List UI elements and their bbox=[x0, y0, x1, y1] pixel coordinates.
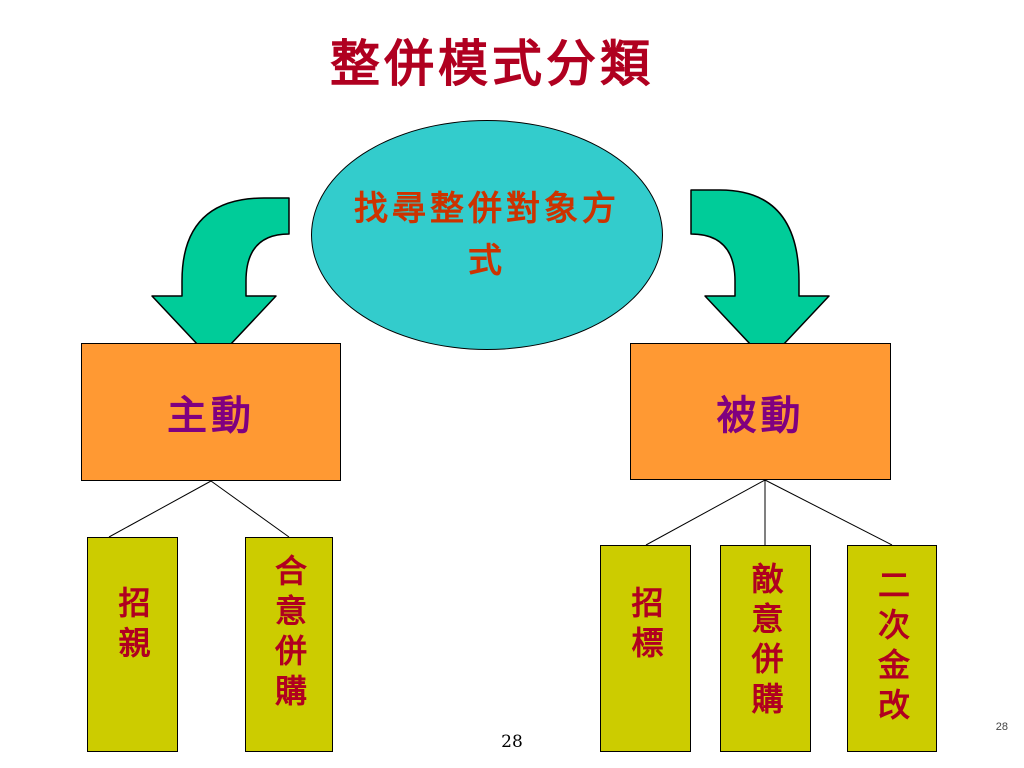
arrow-right-icon bbox=[690, 189, 830, 363]
branch-box-passive: 被動 bbox=[630, 343, 891, 480]
connector-passive-erci bbox=[764, 479, 893, 546]
leaf-box-diyi-binggou: 敵意併購 bbox=[720, 545, 811, 752]
leaf-label-zhaoqin: 招親 bbox=[113, 586, 152, 666]
leaf-label-diyi-binggou: 敵意併購 bbox=[746, 562, 785, 722]
leaf-label-erci-jingai: 二次金改 bbox=[873, 568, 911, 728]
branch-label-active: 主動 bbox=[167, 392, 255, 439]
center-node-ellipse: 找尋整併對象方式 bbox=[311, 120, 663, 350]
leaf-box-zhaoqin: 招親 bbox=[87, 537, 178, 752]
branch-box-active: 主動 bbox=[81, 343, 341, 481]
connector-active-heyi bbox=[210, 480, 290, 538]
leaf-box-zhaobiao: 招標 bbox=[600, 545, 691, 752]
leaf-label-zhaobiao: 招標 bbox=[626, 586, 665, 666]
page-number-corner: 28 bbox=[995, 721, 1008, 733]
center-node-label: 找尋整併對象方式 bbox=[354, 189, 620, 281]
connector-active-zhaoqin bbox=[108, 480, 212, 538]
page-number-center: 28 bbox=[501, 732, 523, 752]
leaf-box-heyi-binggou: 合意併購 bbox=[245, 537, 333, 752]
connector-passive-zhaobiao bbox=[645, 479, 766, 546]
leaf-box-erci-jingai: 二次金改 bbox=[847, 545, 937, 752]
arrow-left-icon bbox=[151, 197, 290, 363]
branch-label-passive: 被動 bbox=[716, 391, 805, 439]
leaf-label-heyi-binggou: 合意併購 bbox=[270, 554, 308, 714]
slide-title: 整併模式分類 bbox=[330, 34, 654, 93]
